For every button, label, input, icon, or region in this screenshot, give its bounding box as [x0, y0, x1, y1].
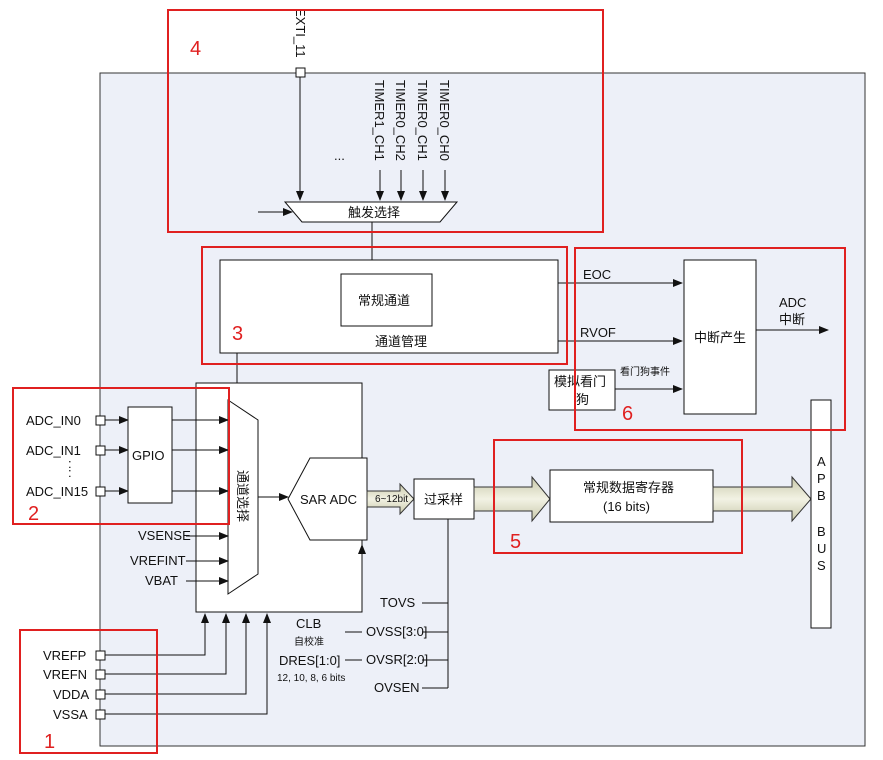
exti-pin — [295, 67, 306, 78]
vssa-label: VSSA — [53, 707, 88, 722]
adc-in1-label: ADC_IN1 — [26, 443, 81, 458]
channel-select-label: 通道选择 — [235, 470, 250, 522]
region-4-box — [167, 9, 604, 233]
adc-in0-label: ADC_IN0 — [26, 413, 81, 428]
watchdog-block — [548, 369, 616, 411]
data-register-bits: (16 bits) — [603, 499, 650, 514]
vdda-label: VDDA — [53, 687, 89, 702]
regular-channel-label: 常规通道 — [358, 293, 410, 308]
sar-adc-block — [287, 457, 368, 541]
clb-label: CLB — [296, 616, 321, 631]
vrefint-label: VREFINT — [130, 553, 186, 568]
vrefp-pin — [95, 650, 106, 661]
apb-letter: U — [817, 541, 826, 556]
gpio-block — [127, 406, 173, 504]
adc-in15-pin — [95, 486, 106, 497]
vbat-label: VBAT — [145, 573, 178, 588]
vrefn-label: VREFN — [43, 667, 87, 682]
watchdog-label: 模拟看门 — [554, 374, 606, 389]
region-6-box — [574, 247, 846, 431]
region-1-label: 1 — [44, 731, 55, 753]
region-2-label: 2 — [28, 503, 39, 525]
input-dots-2: : — [68, 465, 72, 480]
timer-ellipsis: ... — [334, 148, 345, 163]
regular-channel-block — [340, 273, 433, 327]
eoc-label: EOC — [583, 267, 611, 282]
timer-label-1: TIMER1_CH1 — [372, 80, 387, 161]
region-1-box — [19, 629, 158, 754]
sar-adc-label: SAR ADC — [300, 492, 357, 507]
watchdog-label-2: 狗 — [576, 392, 589, 407]
region-4-label: 4 — [190, 38, 201, 60]
adc-in0-pin — [95, 415, 106, 426]
bits-label: 6~12bit — [375, 494, 408, 505]
oversample-label: 过采样 — [424, 492, 463, 507]
exti-label: EXTI_11 — [293, 8, 308, 58]
region-3-label: 3 — [232, 323, 243, 345]
timer-label-3: TIMER0_CH1 — [415, 80, 430, 161]
bus-arrow-apb — [712, 475, 812, 523]
clb-sub-label: 自校准 — [294, 635, 324, 648]
apb-letter: S — [817, 558, 826, 573]
tovs-label: TOVS — [380, 595, 415, 610]
dres-sub-label: 12, 10, 8, 6 bits — [277, 673, 345, 684]
ovsen-label: OVSEN — [374, 680, 420, 695]
dres-label: DRES[1:0] — [279, 653, 340, 668]
region-3-box — [201, 246, 568, 365]
timer-label-4: TIMER0_CH0 — [437, 80, 452, 161]
region-6-label: 6 — [622, 403, 633, 425]
vrefp-label: VREFP — [43, 648, 86, 663]
channel-management-label: 通道管理 — [375, 334, 427, 349]
region-2-box — [12, 387, 230, 525]
region-5-box — [493, 439, 743, 554]
trigger-select-block — [283, 201, 459, 223]
adc-irq-label: ADC — [779, 295, 806, 310]
adc-in15-label: ADC_IN15 — [26, 484, 88, 499]
data-register-label: 常规数据寄存器 — [583, 480, 674, 495]
oversample-block — [413, 478, 475, 520]
vssa-pin — [95, 709, 106, 720]
apb-letter: P — [817, 471, 826, 486]
data-register-block — [549, 469, 714, 523]
interrupt-gen-label: 中断产生 — [694, 330, 746, 345]
apb-letter: A — [817, 454, 826, 469]
rvof-label: RVOF — [580, 325, 616, 340]
watchdog-event-label: 看门狗事件 — [620, 365, 670, 378]
apb-letter: B — [817, 488, 826, 503]
input-dots: : — [68, 456, 72, 471]
interrupt-gen-block — [683, 259, 757, 415]
vdda-pin — [95, 689, 106, 700]
vsense-label: VSENSE — [138, 528, 191, 543]
channel-select-mux — [227, 399, 259, 595]
bus-arrow-adc — [366, 482, 415, 516]
adc-irq-sublabel: 中断 — [779, 312, 805, 327]
region-5-label: 5 — [510, 531, 521, 553]
ovss-label: OVSS[3:0] — [366, 624, 427, 639]
ovsr-label: OVSR[2:0] — [366, 652, 428, 667]
apb-letter: B — [817, 524, 826, 539]
adc-in1-pin — [95, 445, 106, 456]
trigger-select-label: 触发选择 — [348, 205, 400, 220]
gpio-label: GPIO — [132, 448, 165, 463]
vrefn-pin — [95, 669, 106, 680]
apb-bus — [810, 399, 832, 629]
timer-label-2: TIMER0_CH2 — [393, 80, 408, 161]
